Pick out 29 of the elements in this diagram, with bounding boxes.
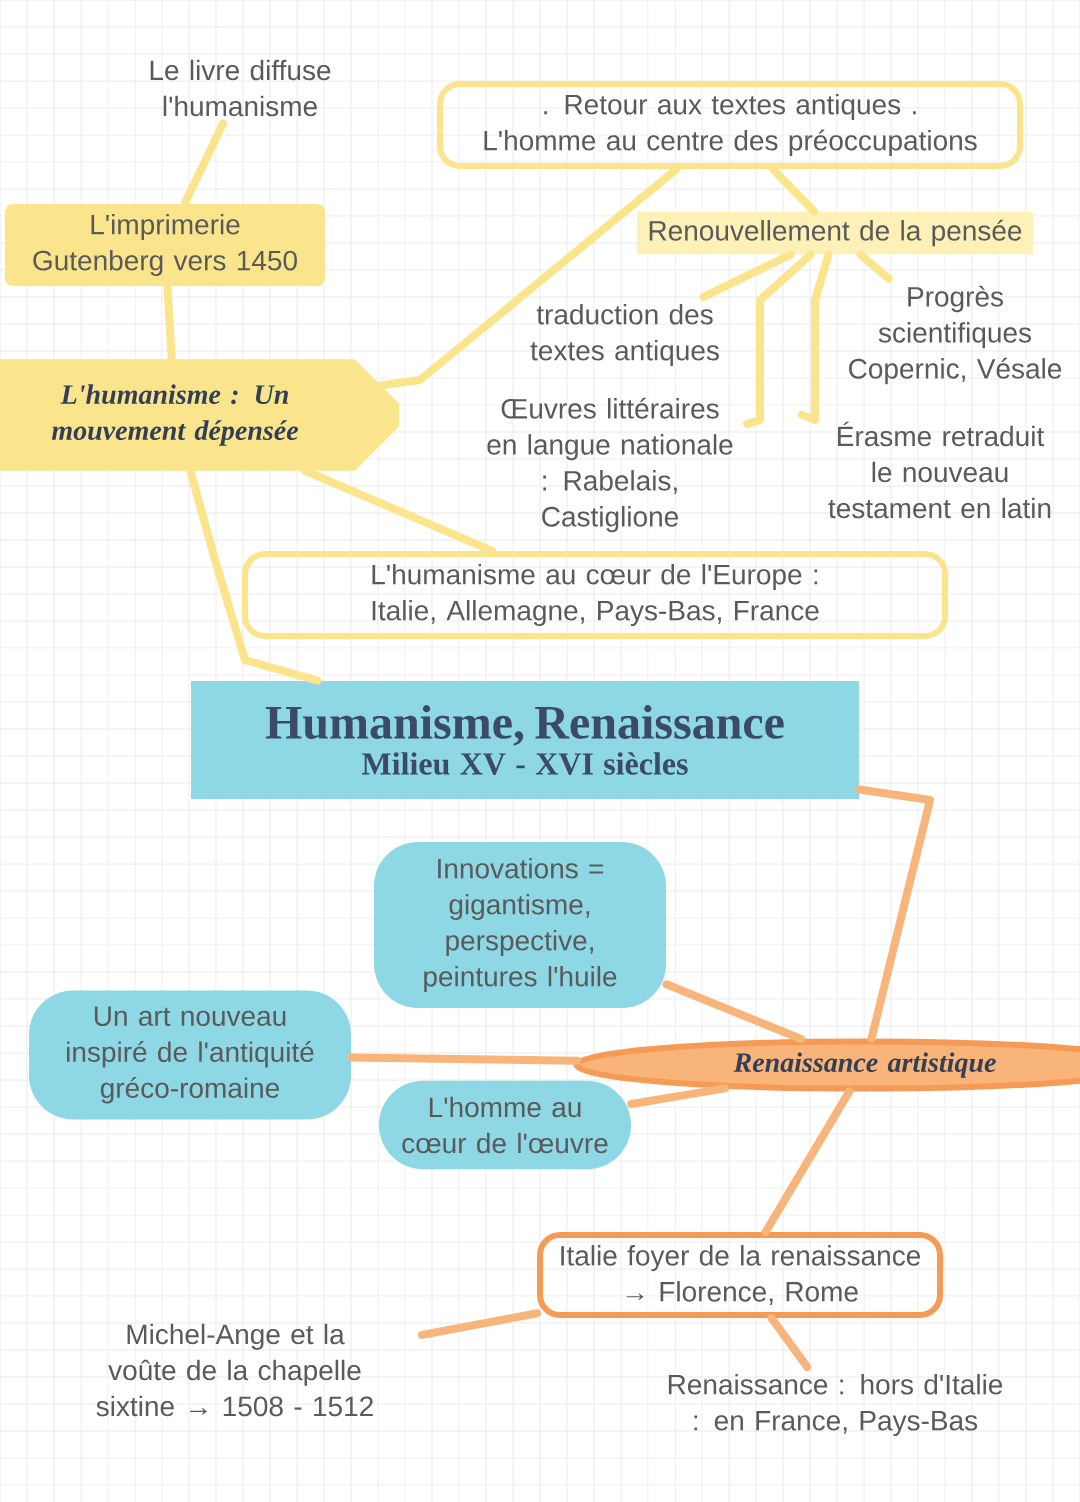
connector-line xyxy=(761,1087,854,1237)
connector-line xyxy=(699,250,795,301)
idea-box: . Retour aux textes antiques . L'homme au centre des préoccupations xyxy=(437,80,1023,170)
topic-box: L'humanisme : Un mouvement dépensée xyxy=(0,359,399,471)
connector-line xyxy=(627,1084,729,1108)
connector-line xyxy=(347,1053,582,1065)
note-text: Le livre diffuse l'humanisme xyxy=(150,59,331,117)
connector-line xyxy=(856,250,893,283)
process-box: Renouvellement de la pensée xyxy=(637,211,1033,255)
connector-line xyxy=(163,282,176,364)
note-text: Œuvres littéraires en langue nationale : Rabelais, Castiglione xyxy=(487,397,733,533)
idea-bubble: L'homme au cœur de l'œuvre xyxy=(379,1080,631,1170)
connector-line xyxy=(418,1309,541,1339)
connector-line xyxy=(797,250,833,424)
process-box: L'imprimerie Gutenberg vers 1450 xyxy=(5,203,325,287)
idea-bubble: Innovations = gigantisme, perspective, peintures l'huile xyxy=(374,841,666,1009)
note-text: traduction des textes antiques xyxy=(530,303,719,367)
idea-box: Italie foyer de la renaissance → Florence, Rome xyxy=(537,1232,943,1318)
idea-box: L'humanisme au cœur de l'Europe : Italie, Allemagne, Pays-Bas, France xyxy=(242,550,948,640)
connector-line xyxy=(855,785,934,1043)
connector-line xyxy=(662,980,806,1044)
connector-line xyxy=(743,250,815,428)
title-banner: Humanisme, Renaissance Milieu XV - XVI siècles xyxy=(191,681,859,799)
note-text: Érasme retraduit le nouveau testament en latin xyxy=(828,421,1051,519)
note-text: Renaissance : hors d'Italie : en France, Pays-Bas xyxy=(668,1373,1003,1437)
idea-bubble: Un art nouveau inspiré de l'antiquité gréco-romaine xyxy=(29,990,351,1120)
note-text: Michel-Ange et la voûte de la chapelle sixtine → 1508 - 1512 xyxy=(96,1323,373,1417)
connector-line xyxy=(767,1313,812,1371)
note-text: Progrès scientifiques Copernic, Vésale xyxy=(849,285,1062,385)
